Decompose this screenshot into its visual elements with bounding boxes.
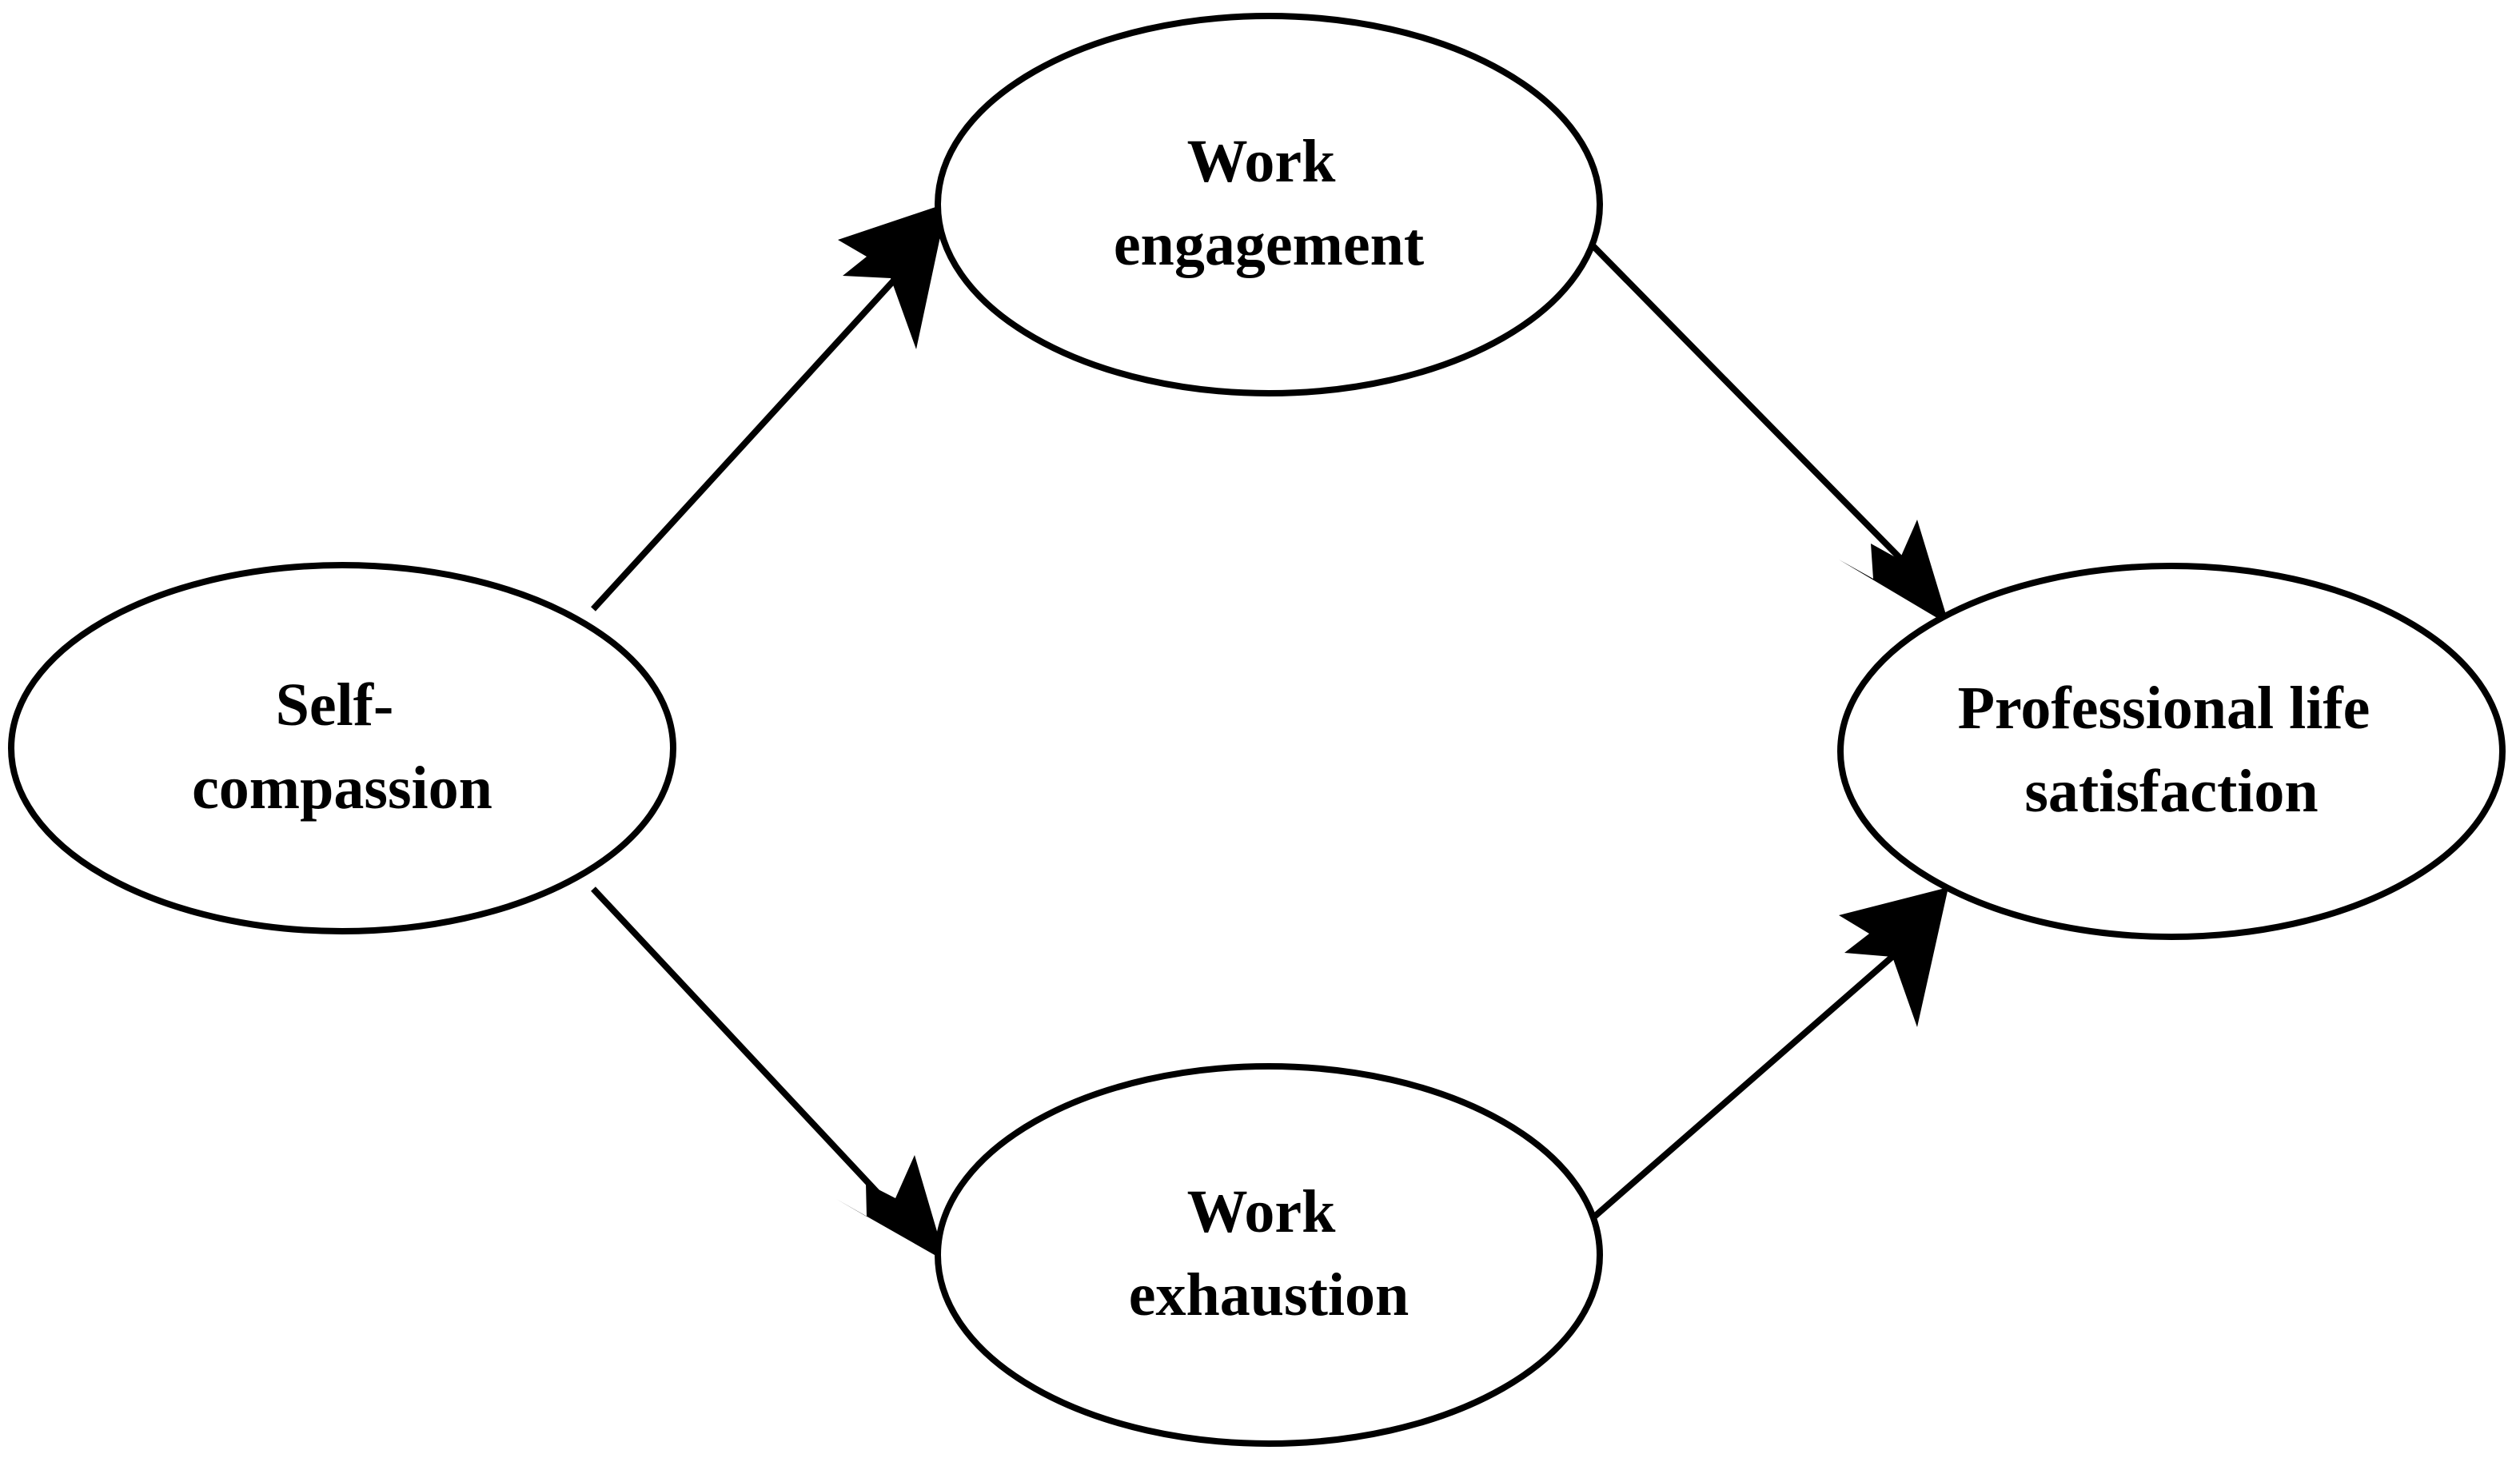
edge-self-compassion-to-work-engagement <box>591 203 947 611</box>
edge-work-engagement-to-professional-life-satisfaction <box>1589 241 1949 625</box>
arrowhead-icon <box>836 1155 946 1261</box>
node-label-professional-life-satisfaction: Professional life satisfaction <box>1958 675 2386 825</box>
node-label-work-exhaustion: Work exhaustion <box>1129 1178 1410 1329</box>
edge-line <box>1589 241 1921 580</box>
arrowhead-icon <box>1839 520 1949 625</box>
node-label-self-compassion: Self- compassion <box>192 671 492 822</box>
node-self-compassion[interactable]: Self- compassion <box>8 562 676 934</box>
node-label-line1: Self- <box>276 671 394 739</box>
node-ellipse[interactable] <box>935 1063 1603 1447</box>
edge-work-exhaustion-to-professional-life-satisfaction <box>1590 887 1948 1221</box>
node-label-line2: exhaustion <box>1129 1261 1410 1329</box>
node-label-line1: Professional life <box>1958 675 2370 742</box>
node-ellipse[interactable] <box>8 562 676 934</box>
node-label-line2: compassion <box>192 755 492 822</box>
node-label-work-engagement: Work engagement <box>1114 128 1424 278</box>
edge-self-compassion-to-work-exhaustion <box>591 886 946 1261</box>
node-ellipse[interactable] <box>1837 563 2506 940</box>
node-work-engagement[interactable]: Work engagement <box>935 13 1603 396</box>
node-label-line1: Work <box>1187 1178 1337 1245</box>
edge-line <box>1590 930 1921 1221</box>
node-label-line2: engagement <box>1114 211 1424 278</box>
node-work-exhaustion[interactable]: Work exhaustion <box>935 1063 1603 1447</box>
arrowhead-icon <box>1839 887 1948 1027</box>
node-label-line1: Work <box>1187 128 1337 195</box>
node-label-line2: satisfaction <box>2024 758 2318 825</box>
node-ellipse[interactable] <box>935 13 1603 396</box>
node-professional-life-satisfaction[interactable]: Professional life satisfaction <box>1837 563 2506 940</box>
edge-line <box>591 252 920 611</box>
arrowhead-icon <box>838 203 947 349</box>
edge-line <box>591 886 920 1238</box>
